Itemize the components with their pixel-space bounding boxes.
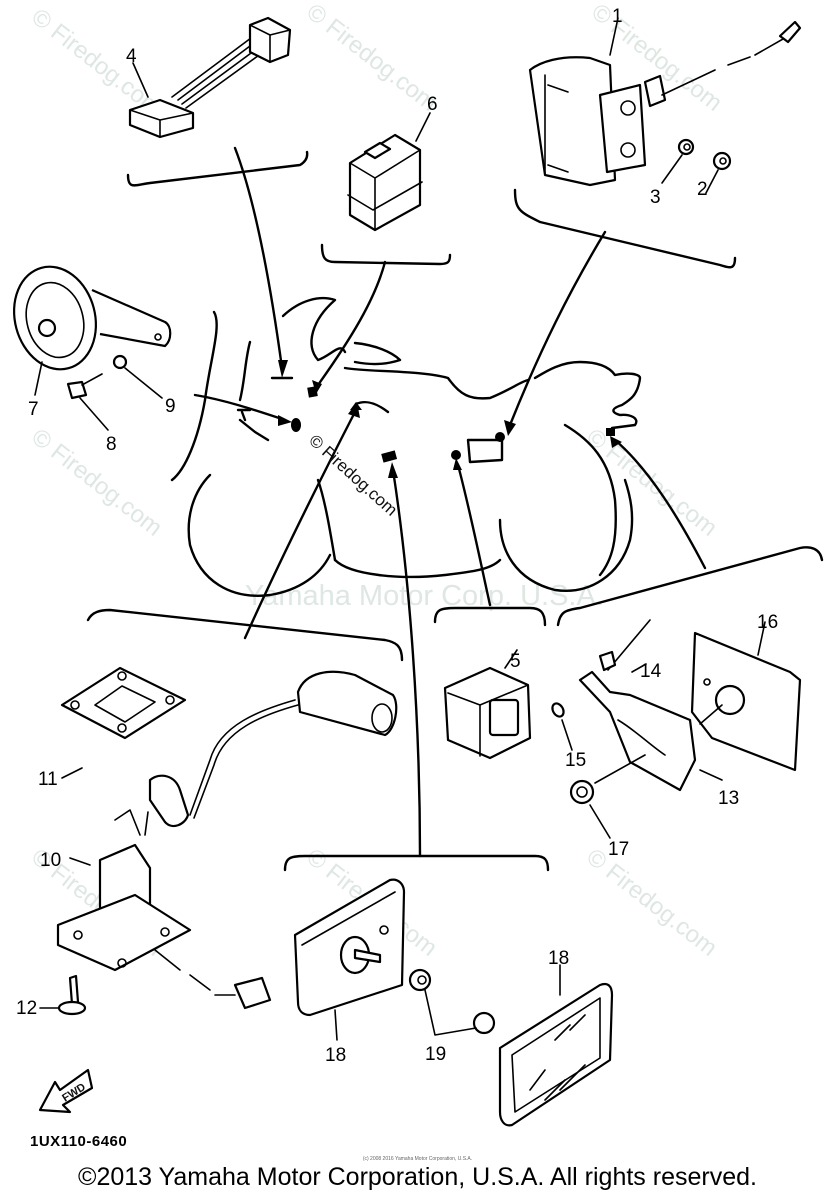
copyright-notice: ©2013 Yamaha Motor Corporation, U.S.A. A…: [78, 1163, 757, 1191]
callout-17: 17: [608, 839, 629, 860]
part-18-reflector-left: [293, 878, 406, 1041]
callout-18-left: 18: [325, 1045, 346, 1066]
part-1-starter-relay: [528, 17, 802, 187]
callout-18-right: 18: [548, 948, 569, 969]
parts-2-3-nut-washer: [661, 138, 732, 194]
part-11-gasket: [60, 666, 187, 779]
callout-16: 16: [757, 612, 778, 633]
callout-4: 4: [126, 46, 137, 67]
fwd-arrow: FWD: [38, 1068, 94, 1114]
part-12-screw: [39, 974, 87, 1016]
watermark-firedog: © Firedog.com: [581, 843, 722, 961]
part-4-harness-connector: [128, 16, 292, 139]
callout-6: 6: [427, 94, 438, 115]
callout-3: 3: [650, 187, 661, 208]
watermark-firedog: © Firedog.com: [301, 0, 442, 117]
tiny-copyright: (c) 2008 2016 Yamaha Motor Corporation, …: [362, 1156, 473, 1162]
callout-2: 2: [697, 179, 708, 200]
callout-19: 19: [425, 1044, 446, 1065]
motorcycle-outline: [170, 296, 642, 597]
callout-9: 9: [165, 396, 176, 417]
parts-13-17-bracket-reflector: [551, 619, 802, 839]
group-brackets: [86, 146, 824, 872]
callout-15: 15: [565, 750, 586, 771]
callout-labels: 1 2 3 4 5 6 7 8 9 10 11 12 13 14 15 16 1…: [16, 6, 778, 1066]
watermark-firedog: © Firedog.com: [26, 423, 167, 541]
part-code: 1UX110-6460: [30, 1133, 128, 1150]
part-6-relay: [347, 112, 431, 232]
callout-1: 1: [612, 6, 623, 27]
part-7-horn: [12, 265, 172, 431]
part-18-reflector-right: [498, 964, 614, 1127]
part-5-flasher-relay: [443, 649, 532, 760]
callout-14: 14: [640, 661, 662, 682]
callout-12: 12: [16, 998, 37, 1019]
callout-13: 13: [718, 788, 739, 809]
part-19-nuts: [408, 968, 496, 1036]
callout-7: 7: [28, 399, 39, 420]
watermark-firedog-center: © Firedog.com: [305, 431, 401, 520]
callout-10: 10: [40, 850, 61, 871]
callout-5: 5: [510, 651, 521, 672]
callout-8: 8: [106, 434, 117, 455]
part-10-fuel-sender: [56, 670, 398, 1010]
callout-11: 11: [38, 769, 58, 790]
